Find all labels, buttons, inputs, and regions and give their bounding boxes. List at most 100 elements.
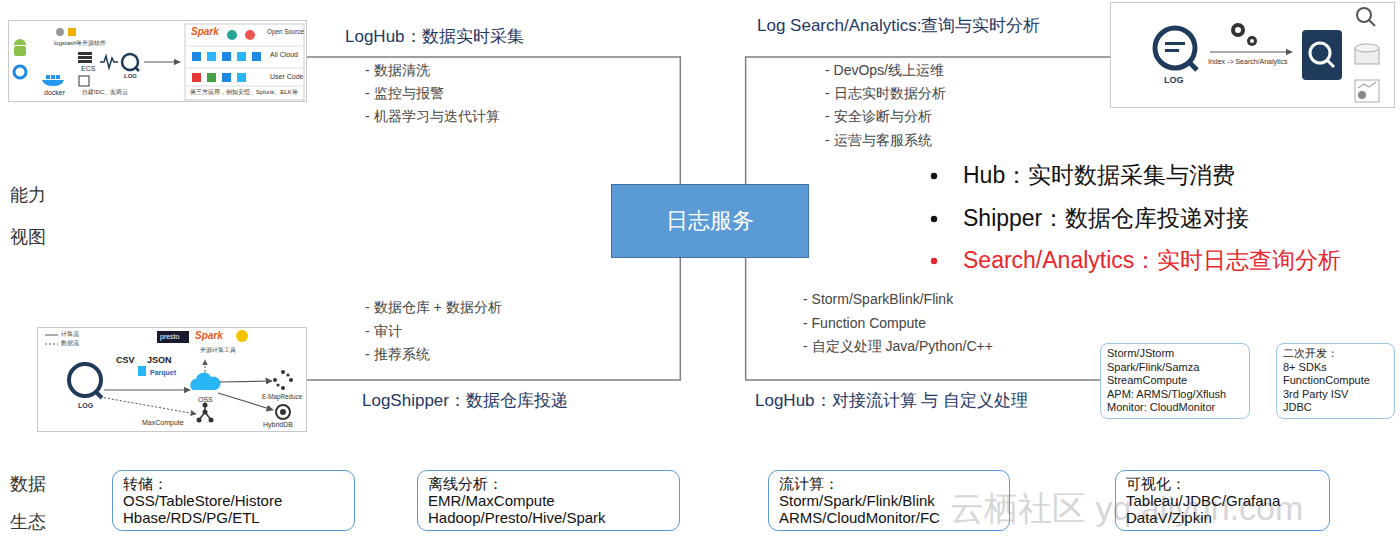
node-text: LOG xyxy=(1164,76,1184,86)
feature-item: Shipper：数据仓库投递对接 xyxy=(963,205,1249,233)
node-text: JSON xyxy=(147,356,172,366)
service-box: 日志服务 xyxy=(611,184,809,258)
node-text: JDBC xyxy=(1283,401,1388,415)
source-icons xyxy=(227,30,237,40)
node-text: LOG xyxy=(124,73,137,80)
search-icons xyxy=(1165,49,1179,52)
source-icons xyxy=(192,52,201,61)
search-icons xyxy=(1250,39,1254,43)
shipper-icons xyxy=(203,410,208,415)
node-text: Parquet xyxy=(150,369,176,377)
shipper-icons xyxy=(273,370,293,390)
shipper-icons xyxy=(197,418,202,423)
illustration-panel: SparkOpen SourceAli CloudUser Code第三方应用，… xyxy=(8,20,307,102)
node-text: 计算流 xyxy=(61,331,79,338)
node-text: 转储： xyxy=(123,475,344,492)
source-icons xyxy=(14,66,26,78)
ecosystem-box: 转储：OSS/TableStore/HistoreHbase/RDS/PG/ET… xyxy=(112,470,355,531)
node-text: OSS xyxy=(198,396,213,404)
section-title: Log Search/Analytics:查询与实时分析 xyxy=(757,16,1040,36)
bullet-item: - Function Compute xyxy=(803,315,926,332)
source-icons xyxy=(192,73,201,82)
connector-line xyxy=(307,258,680,380)
connector-line xyxy=(746,258,1100,380)
ecosystem-box: 离线分析：EMR/MaxComputeHadoop/Presto/Hive/Sp… xyxy=(417,470,680,531)
search-icons xyxy=(1155,8,1379,102)
bullet-dot xyxy=(931,173,937,264)
shipper-icons xyxy=(276,405,290,419)
source-icons xyxy=(14,39,26,56)
bullet-item: - 机器学习与迭代计算 xyxy=(365,108,500,125)
search-icons xyxy=(1358,91,1366,99)
node-text: 第三方应用，例如安恒、Splunk、ELK等 xyxy=(190,89,298,96)
node-text: Monitor: CloudMonitor xyxy=(1107,401,1243,415)
node-text: 开源计算工具 xyxy=(200,347,236,354)
section-title: LogHub：对接流计算 与 自定义处理 xyxy=(755,391,1028,411)
source-icons xyxy=(56,28,64,36)
node-text: Spark xyxy=(195,330,223,341)
shipper-icons xyxy=(281,370,285,374)
node-text: E-MapReduce xyxy=(262,394,302,401)
shipper-icons xyxy=(205,360,206,372)
source-icons xyxy=(68,28,76,36)
ecosystem-box: 流计算：Storm/Spark/Flink/BlinkARMS/CloudMon… xyxy=(768,470,1010,531)
bullet-item: - 日志实时数据分析 xyxy=(825,85,946,102)
node-text: Tableau/JDBC/Grafana xyxy=(1126,492,1319,509)
search-icons xyxy=(1302,30,1342,80)
node-text: 离线分析： xyxy=(428,475,669,492)
source-icons xyxy=(237,73,246,82)
node-text: ECS xyxy=(81,65,95,73)
side-heading: 数据 生态 xyxy=(10,465,48,538)
node-text: logstash等开源软件 xyxy=(54,40,106,47)
node-text: Index -> Search/Analytics xyxy=(1208,58,1288,66)
bullet-item: - 自定义处理 Java/Python/C++ xyxy=(803,338,993,355)
source-icons xyxy=(100,56,118,68)
source-icons xyxy=(252,52,261,61)
shipper-icons xyxy=(157,331,189,343)
search-icons xyxy=(1235,27,1241,33)
source-icons xyxy=(78,60,92,63)
shipper-icons xyxy=(286,373,289,376)
node-text: Spark/Flink/Samza xyxy=(1107,361,1243,375)
node-text: APM: ARMS/Tlog/Xflush xyxy=(1107,388,1243,402)
node-text: Hbase/RDS/PG/ETL xyxy=(123,509,344,526)
source-icons xyxy=(237,52,246,61)
search-icons xyxy=(1358,82,1376,88)
source-icons xyxy=(56,75,60,79)
shipper-icons xyxy=(45,344,58,345)
node-text: User Code xyxy=(270,73,303,81)
shipper-icons xyxy=(69,364,101,396)
bullet-item: - 审计 xyxy=(365,323,402,340)
shipper-icons xyxy=(190,373,220,390)
source-icons xyxy=(79,76,89,86)
node-text: ARMS/CloudMonitor/FC xyxy=(779,509,999,526)
ecosystem-box: 可视化：Tableau/JDBC/GrafanaDataV/Zipkin xyxy=(1115,470,1330,531)
side-heading: 能力 视图 xyxy=(10,174,48,258)
shipper-icons xyxy=(104,389,190,390)
shipper-icons xyxy=(281,386,285,390)
bullet-item: - 监控与报警 xyxy=(365,85,444,102)
node-text: 自建IDC、友商云 xyxy=(82,89,128,96)
node-text: Ali Cloud xyxy=(270,51,298,59)
shipper-icons xyxy=(197,403,214,423)
shipper-icons xyxy=(219,381,272,382)
node-text: Storm/JStorm xyxy=(1107,347,1243,361)
shipper-icons xyxy=(100,397,196,414)
node-text: FunctionCompute xyxy=(1283,374,1388,388)
source-icons xyxy=(42,80,64,86)
node-text: 8+ SDKs xyxy=(1283,361,1388,375)
section-title: LogHub：数据实时采集 xyxy=(345,27,524,47)
shipper-icons xyxy=(273,378,277,382)
feature-item: Hub：实时数据采集与消费 xyxy=(963,162,1235,190)
shipper-icons xyxy=(276,383,279,386)
shipper-icons xyxy=(236,330,248,342)
node-text: presto xyxy=(160,333,179,341)
source-icons xyxy=(78,56,92,59)
source-icons xyxy=(135,67,139,71)
node-text: MaxCompute xyxy=(142,419,184,427)
source-icons xyxy=(51,75,55,79)
tool-box: Storm/JStormSpark/Flink/SamzaStreamCompu… xyxy=(1100,343,1250,419)
illustration-panel: 计算流数据流prestoSpark开源计算工具CSVJSONParquetOSS… xyxy=(37,327,307,432)
bullet-item: - 推荐系统 xyxy=(365,346,430,363)
node-text: Spark xyxy=(191,26,219,37)
